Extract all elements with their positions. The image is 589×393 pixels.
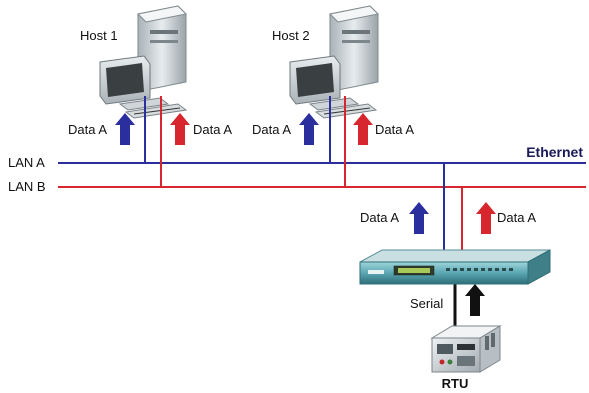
lan-a-label: LAN A: [8, 155, 45, 170]
host-2-blue-data-label: Data A: [252, 122, 291, 137]
serial-label: Serial: [410, 296, 443, 311]
host-1-red-data-label: Data A: [193, 122, 232, 137]
host-2-red-up-arrow: [353, 113, 373, 145]
ethernet-label: Ethernet: [526, 144, 583, 160]
rtu-label: RTU: [442, 376, 469, 391]
host-2-blue-up-arrow: [299, 113, 319, 145]
serial-black-up-arrow: [465, 284, 485, 316]
host-1-computer-icon: [99, 5, 188, 119]
device-blue-data-label: Data A: [360, 210, 399, 225]
host-1-blue-data-label: Data A: [68, 122, 107, 137]
device-blue-up-arrow: [409, 202, 429, 234]
host-2-label: Host 2: [272, 28, 310, 43]
host-1-blue-up-arrow: [115, 113, 135, 145]
serial-device-server-icon: [359, 249, 551, 285]
host-1-label: Host 1: [80, 28, 118, 43]
host-2-red-data-label: Data A: [375, 122, 414, 137]
lan-b-label: LAN B: [8, 179, 46, 194]
rtu-device-icon: [430, 325, 502, 373]
device-red-up-arrow: [476, 202, 496, 234]
host-1-red-up-arrow: [170, 113, 190, 145]
host-2-computer-icon: [289, 5, 380, 119]
device-red-data-label: Data A: [497, 210, 536, 225]
